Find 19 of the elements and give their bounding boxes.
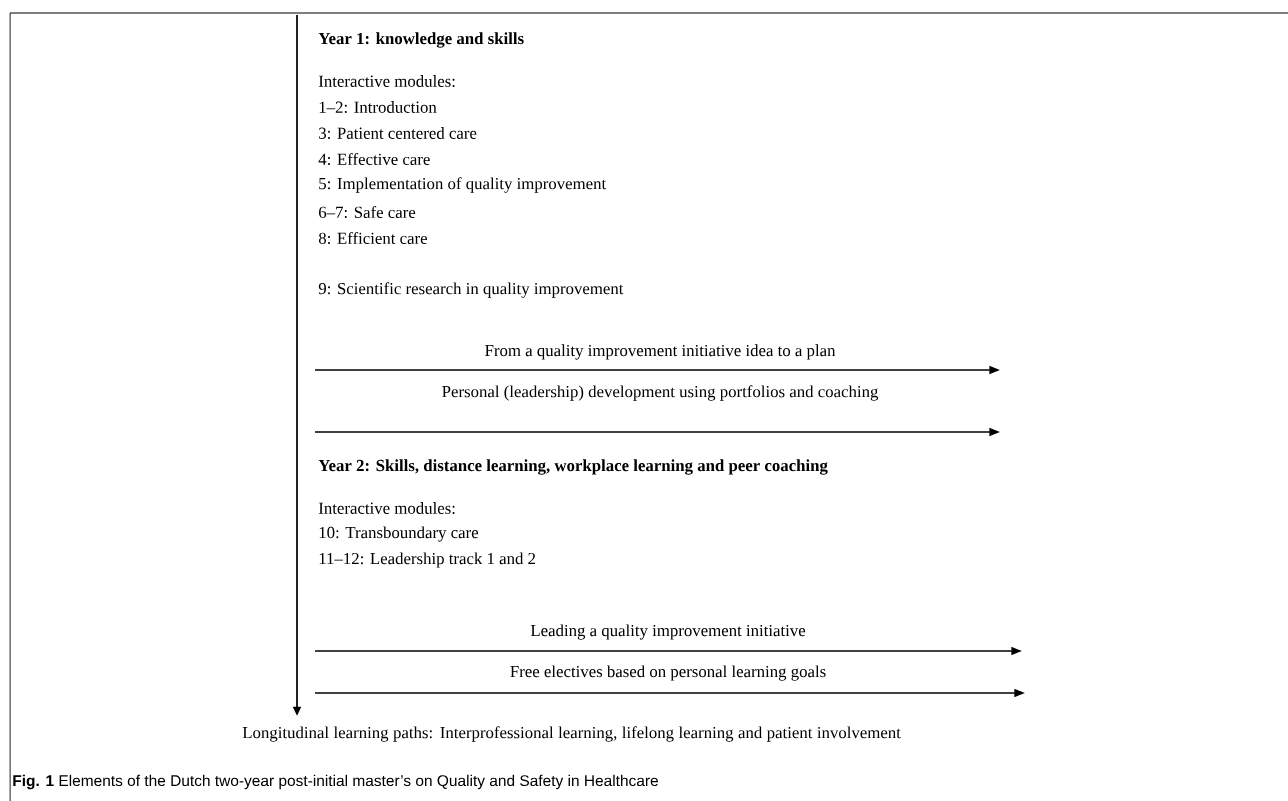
module-list-item: 3: Patient centered care [319,127,477,139]
footer-text: Longitudinal learning paths: Interprofessional learning, lifelong learning and patient involvement [242,726,901,742]
module-list-item: 4: Effective care [318,153,430,166]
module-list-item: 9: Scientific research in quality improvement [318,282,624,298]
module-list-item: 5: Implementation of quality improvement [319,177,607,193]
module-list-item: 11–12: Leadership track 1 and 2 [319,552,536,568]
arrow-label: From a quality improvement initiative idea to a plan [485,344,836,360]
module-list-item: 6–7: Safe care [319,206,416,219]
module-list-item: Interactive modules: [318,75,455,87]
arrow-label: Personal (leadership) development using portfolios and coaching [442,385,879,401]
arrow-label: Free electives based on personal learning goals [510,665,826,681]
module-list-item: 10: Transboundary care [319,526,479,542]
module-list-item: 8: Efficient care [318,232,427,245]
arrow-label: Leading a quality improvement initiative [530,624,806,640]
caption: Fig. 1 Elements of the Dutch two-year post-initial master’s on Quality and Safety in Healthcare [13,774,658,790]
module-list-item: Interactive modules: [318,502,455,514]
section-heading: Year 1: knowledge and skills [318,32,524,48]
section-heading: Year 2: Skills, distance learning, workplace learning and peer coaching [318,459,828,475]
module-list-item: 1–2: Introduction [319,101,437,113]
